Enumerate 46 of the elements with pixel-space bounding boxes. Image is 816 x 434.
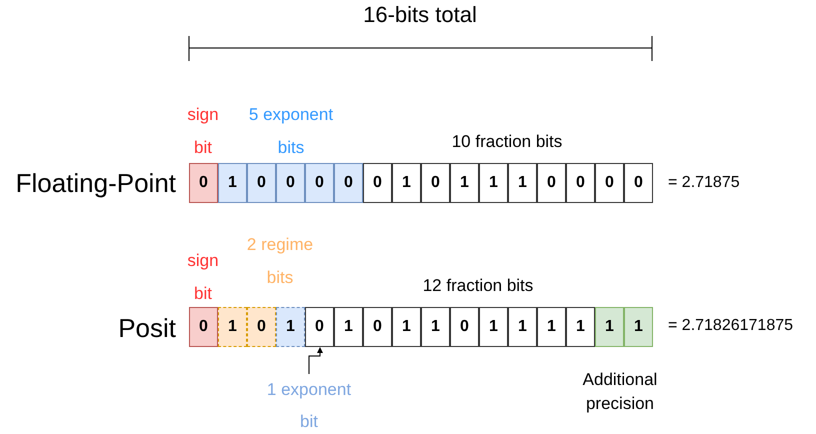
bit-cell: 1: [218, 163, 247, 203]
row-label: Floating-Point: [14, 167, 176, 200]
field-label: 12 fraction bits: [422, 275, 534, 297]
field-label: 5 exponent bits: [248, 104, 334, 159]
bit-cell: 1: [334, 307, 363, 347]
bit-cell: 0: [566, 163, 595, 203]
field-label: 1 exponent bit: [259, 374, 359, 434]
bit-cell: 1: [479, 163, 508, 203]
diagram-heading: 16-bits total: [362, 1, 478, 29]
bit-cell: 0: [247, 307, 276, 347]
bit-cell: 0: [537, 163, 566, 203]
bit-cell: 1: [276, 307, 305, 347]
bit-cell: 1: [421, 307, 450, 347]
note-label: Additional precision: [582, 369, 658, 415]
bit-cell: 0: [624, 163, 653, 203]
bit-cell: 1: [624, 307, 653, 347]
bit-cell: 0: [247, 163, 276, 203]
field-label: sign bit: [186, 104, 220, 159]
bit-cell: 0: [305, 307, 334, 347]
bit-cell: 0: [189, 307, 218, 347]
field-label: sign bit: [186, 250, 220, 305]
bit-cell: 1: [595, 307, 624, 347]
bit-cell: 1: [392, 163, 421, 203]
bit-cell: 0: [421, 163, 450, 203]
value-label: = 2.71826171875: [668, 316, 794, 336]
bit-cell: 0: [189, 163, 218, 203]
bit-cell: 1: [508, 163, 537, 203]
bit-cell: 1: [566, 307, 595, 347]
bit-cell: 0: [450, 307, 479, 347]
row-label: Posit: [117, 312, 176, 345]
bit-cell: 1: [537, 307, 566, 347]
bit-cell: 1: [392, 307, 421, 347]
bit-cell: 0: [595, 163, 624, 203]
bit-cell: 1: [450, 163, 479, 203]
field-label: 10 fraction bits: [450, 131, 564, 153]
value-label: = 2.71875: [668, 173, 741, 193]
bit-cell: 1: [508, 307, 537, 347]
bit-cell: 0: [334, 163, 363, 203]
bit-cell: 1: [479, 307, 508, 347]
bit-cell: 1: [218, 307, 247, 347]
bit-cell: 0: [363, 307, 392, 347]
field-label: 2 regime bits: [246, 234, 314, 289]
bit-cell: 0: [363, 163, 392, 203]
bit-cell: 0: [276, 163, 305, 203]
bit-cell: 0: [305, 163, 334, 203]
leader-line: [308, 347, 323, 374]
